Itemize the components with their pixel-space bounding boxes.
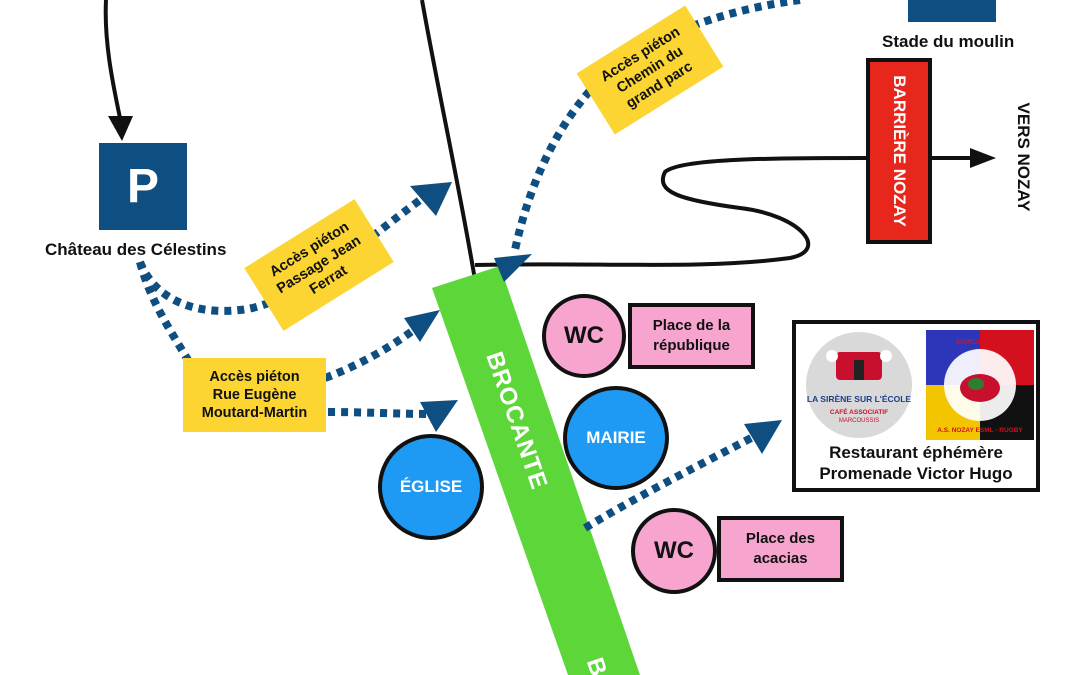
- access-rue-eugene: Accès piéton Rue Eugène Moutard-Martin: [183, 358, 326, 432]
- wc-republique: WC: [542, 294, 626, 378]
- stade-label: Stade du moulin: [882, 32, 1015, 51]
- brocante-band: [432, 266, 640, 675]
- rugby-top: MARCOUSSIS: [956, 339, 1004, 346]
- restaurant-label: Restaurant éphémère Promenade Victor Hug…: [796, 442, 1036, 484]
- mairie: MAIRIE: [563, 386, 669, 490]
- place-republique-line2: république: [653, 337, 730, 354]
- dotted-path-eugene-1: [323, 321, 423, 382]
- arrowhead-resto: [744, 420, 782, 454]
- sirene-title: LA SIRÈNE SUR L'ÉCOLE: [807, 394, 912, 404]
- arrowhead-chemin: [494, 254, 532, 282]
- place-republique-line1: Place de la: [652, 317, 731, 334]
- arrow-right-nozay: [970, 148, 996, 168]
- dotted-path-chemin: [511, 0, 801, 251]
- dotted-path-chateau-eugene: [136, 260, 192, 363]
- main-road: [420, 0, 477, 281]
- eglise: ÉGLISE: [378, 434, 484, 540]
- dotted-path-resto: [582, 432, 757, 532]
- stade-box: [908, 0, 996, 22]
- sirene-logo: LA SIRÈNE SUR L'ÉCOLE CAFÉ ASSOCIATIF MA…: [806, 332, 912, 438]
- access-eugene-line3: Moutard-Martin: [201, 405, 308, 421]
- place-acacias-box: Place des acacias: [717, 516, 844, 582]
- access-eugene-line2: Rue Eugène: [212, 387, 297, 403]
- arrow-down-parking: [108, 116, 133, 141]
- restaurant-box: LA SIRÈNE SUR L'ÉCOLE CAFÉ ASSOCIATIF MA…: [792, 320, 1040, 492]
- arrowhead-eugene-2: [420, 400, 458, 432]
- sirene-sub2: MARCOUSSIS: [839, 418, 879, 424]
- sirene-sub1: CAFÉ ASSOCIATIF: [830, 407, 888, 416]
- access-road-parking: [103, 0, 122, 119]
- parking-icon: P: [99, 143, 187, 230]
- chateau-label: Château des Célestins: [45, 240, 227, 259]
- road-to-nozay: [474, 156, 867, 267]
- restaurant-line2: Promenade Victor Hugo: [819, 464, 1013, 483]
- rugby-logo: MARCOUSSIS A.S. NOZAY ESML - RUGBY: [926, 330, 1034, 440]
- arrowhead-eugene-1: [404, 310, 440, 342]
- barrier-label: BARRIÈRE NOZAY: [890, 75, 909, 227]
- arrowhead-jean: [410, 182, 452, 216]
- place-republique-box: Place de la république: [628, 303, 755, 369]
- wc-acacias: WC: [631, 508, 717, 594]
- vers-nozay-label: VERS NOZAY: [1014, 102, 1033, 212]
- place-acacias-line1: Place des: [745, 530, 816, 547]
- rugby-bottom: A.S. NOZAY ESML - RUGBY: [937, 427, 1023, 434]
- access-eugene-line1: Accès piéton: [209, 369, 300, 385]
- place-acacias-line2: acacias: [753, 550, 808, 567]
- dotted-path-eugene-2: [327, 408, 431, 418]
- dotted-path-chateau-jean: [136, 196, 423, 315]
- restaurant-line1: Restaurant éphémère: [829, 443, 1003, 462]
- barrier-nozay: [866, 58, 932, 244]
